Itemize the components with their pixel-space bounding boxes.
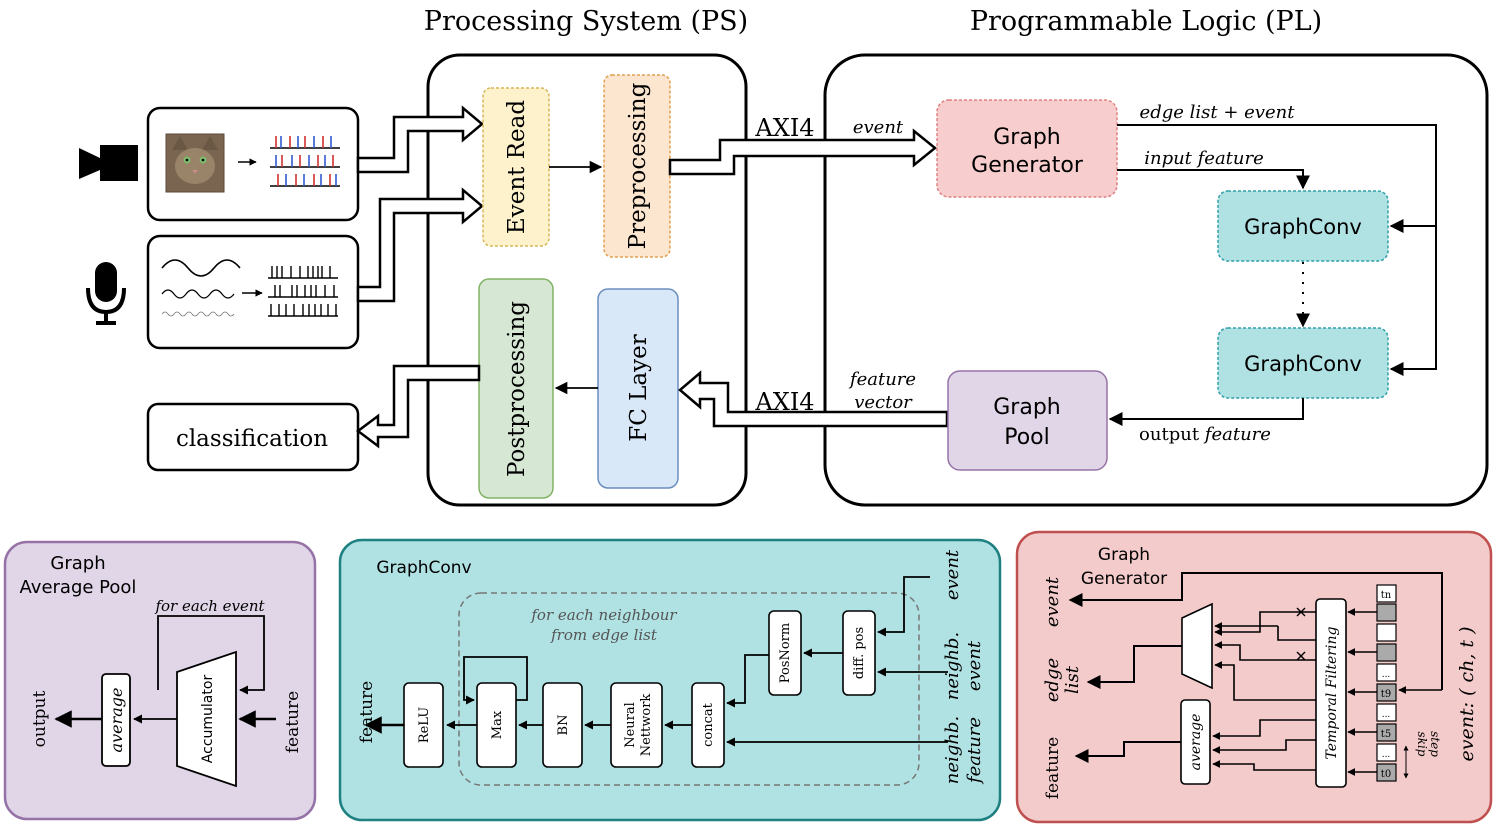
temporal-filtering-label: Temporal Filtering: [1324, 627, 1340, 760]
feature-vector-label-2: vector: [854, 392, 913, 413]
gc-neigh-feature-2: feature: [964, 717, 985, 785]
reg-t5-label: t5: [1381, 729, 1391, 740]
preprocessing-label: Preprocessing: [625, 82, 651, 249]
pl-title: Programmable Logic (PL): [970, 6, 1322, 37]
classification-label: classification: [176, 426, 328, 452]
gg-edge-list-2: list: [1062, 665, 1083, 694]
graphconv-label-1: GraphConv: [1244, 215, 1362, 239]
gap-panel: [3, 540, 317, 821]
ps-title: Processing System (PS): [424, 6, 748, 37]
gap-title-2: Average Pool: [20, 577, 137, 598]
event-flow-label: event: [853, 117, 904, 138]
classification-box: [146, 402, 360, 472]
feature-vector-label-1: feature: [848, 369, 916, 390]
gc-event-in-label: event: [942, 549, 963, 600]
axi4-bottom-arrow: [678, 370, 949, 428]
gg-feature-out-label: feature: [1043, 737, 1063, 799]
gc-neigh-feature-1: neighb.: [942, 716, 963, 784]
camera-event-trains: [270, 136, 340, 187]
gc-neigh-event-2: event: [964, 640, 985, 691]
graph-generator-label-2: Generator: [971, 153, 1084, 178]
postproc-to-class-arrow: [355, 364, 481, 449]
nn-label-2: Nettwork: [639, 694, 654, 757]
gc-blocks: [403, 610, 876, 768]
gg-register-stack: [1376, 584, 1397, 782]
gap-loop-line: [157, 615, 265, 695]
posnorm-label: PosNorm: [778, 623, 793, 683]
postprocessing-label: Postprocessing: [504, 301, 530, 477]
diffpos-label: diff. pos: [852, 627, 867, 679]
gg-event-in-label: event: ( ch, t ): [1456, 626, 1478, 761]
event-read-block: [482, 87, 550, 247]
gap-title-1: Graph: [50, 553, 105, 574]
gap-feature-label: feature: [283, 691, 303, 753]
gc-neigh-event-1: neighb.: [942, 632, 963, 700]
nn-label-1: Neural: [623, 702, 638, 748]
gg-x-marks: [1296, 607, 1306, 661]
output-feature-label: output feature: [1139, 424, 1271, 445]
graph-generator-block: [936, 99, 1118, 198]
skip-label: skip: [1415, 732, 1429, 757]
audio-spike-trains: [268, 266, 338, 317]
temporal-filtering-block: [1315, 598, 1347, 788]
gg-mux: [1181, 602, 1213, 690]
gc-for-each-region: [458, 592, 920, 786]
graphconv-label-2: GraphConv: [1244, 352, 1362, 376]
reg-t0-label: t0: [1381, 769, 1391, 780]
reg-dots-1: ...: [1382, 670, 1391, 680]
gap-output-label: output: [30, 690, 50, 747]
step-label: step: [1428, 731, 1442, 757]
posnorm-block: [768, 610, 802, 696]
reg-t9-label: t9: [1381, 689, 1391, 700]
gc-for-each-1: for each neighbour: [530, 606, 677, 624]
graph-pool-label-1: Graph: [993, 395, 1060, 420]
bn-label: BN: [556, 715, 571, 736]
graph-pool-label-2: Pool: [1004, 425, 1050, 450]
cat-image: [165, 133, 225, 193]
average-label: average: [107, 688, 126, 753]
gg-connections: [1068, 572, 1443, 776]
graph-generator-label-1: Graph: [993, 125, 1060, 150]
graphconv-block-1: [1217, 190, 1389, 262]
gg-average-label: average: [1188, 714, 1204, 771]
postprocessing-block: [478, 278, 554, 499]
input-feature-label: input feature: [1144, 148, 1264, 169]
camera-icon: [79, 145, 138, 181]
axi4-top-arrow: [668, 128, 937, 176]
event-read-label: Event Read: [504, 100, 530, 234]
max-label: Max: [490, 710, 505, 739]
gg-title-1: Graph: [1098, 545, 1150, 565]
gc-panel: [338, 538, 1002, 822]
gg-title-2: Generator: [1081, 569, 1167, 589]
reg-tn-label: tn: [1381, 590, 1392, 601]
graph-pool-block: [947, 370, 1108, 471]
gc-connections: [364, 576, 948, 747]
reg-dots-3: ...: [1382, 750, 1391, 760]
accumulator-label: Accumulator: [200, 675, 216, 764]
relu-label: ReLU: [417, 707, 432, 743]
axi4-top-label: AXI4: [754, 114, 814, 142]
ps-container: [426, 53, 748, 507]
pl-container: [823, 53, 1489, 507]
microphone-icon: [86, 262, 126, 325]
accumulator-block: [176, 650, 237, 788]
gap-for-each-event: for each event: [154, 597, 265, 615]
gc-for-each-2: from edge list: [550, 626, 658, 644]
concat-label: concat: [701, 702, 716, 747]
audio-waveforms: [161, 259, 241, 317]
gc-feature-out-label: feature: [357, 681, 377, 743]
axi4-bottom-label: AXI4: [754, 388, 814, 416]
sensor-to-eventread-arrows: [356, 105, 484, 303]
edge-list-event-label: edge list + event: [1140, 102, 1296, 123]
gg-event-out-label: event: [1042, 576, 1063, 627]
gg-panel: [1015, 530, 1493, 824]
pl-connections: [1108, 124, 1437, 426]
gg-edge-list-1: edge: [1042, 658, 1063, 702]
gc-title: GraphConv: [376, 558, 471, 578]
reg-dots-2: ...: [1382, 710, 1391, 720]
fc-layer-label: FC Layer: [626, 334, 652, 441]
audio-input-box: [146, 234, 360, 350]
